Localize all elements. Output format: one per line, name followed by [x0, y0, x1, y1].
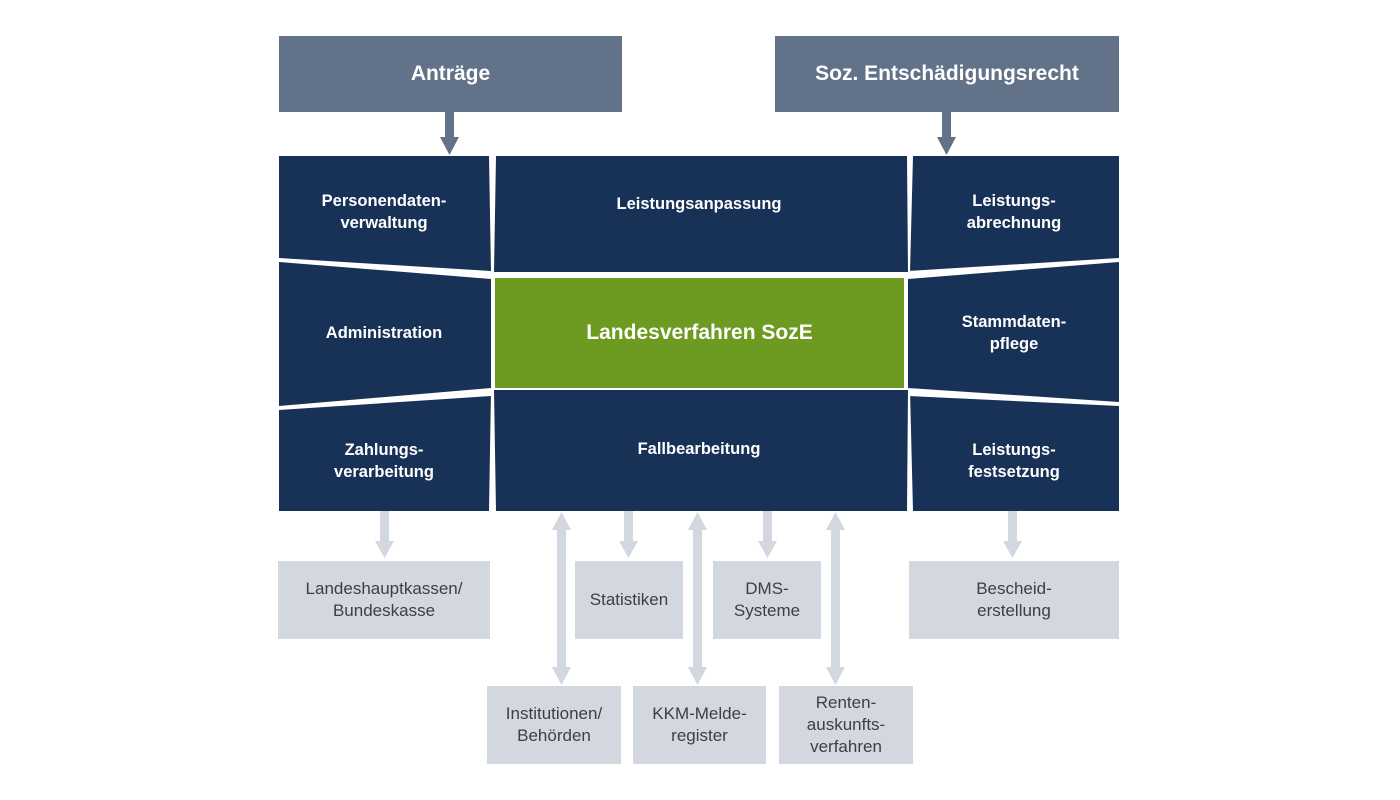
- antraege-label: Anträge: [410, 62, 491, 85]
- module-personendatenverwaltung: Personendaten- verwaltung: [321, 192, 447, 232]
- module-fallbearbeitung: Fallbearbeitung: [637, 439, 761, 458]
- module-leistungsabrechnung: Leistungs- abrechnung: [966, 192, 1062, 232]
- module-administration: Administration: [325, 324, 443, 342]
- core-block: Personendaten- verwaltung Leistungsanpas…: [279, 156, 1119, 511]
- arrow-to-statistiken: [619, 511, 638, 558]
- arrow-kkm-bidirectional: [688, 512, 707, 685]
- arrow-soz-entschaedigungsrecht: [937, 112, 956, 155]
- rentenauskunftsverfahren-box: Renten- auskunfts- verfahren: [779, 686, 913, 764]
- module-zahlungsverarbeitung: Zahlungs- verarbeitung: [334, 440, 434, 481]
- landeshauptkassen-box: Landeshauptkassen/ Bundeskasse: [278, 561, 490, 639]
- soz-entschaedigungsrecht-label: Soz. Entschädigungsrecht: [815, 62, 1079, 85]
- kkm-melderegister-box: KKM-Melde- register: [633, 686, 766, 764]
- module-stammdatenpflege: Stammdaten- pflege: [961, 313, 1067, 353]
- arrow-to-landeshauptkassen: [375, 511, 394, 558]
- arrow-institutionen-bidirectional: [552, 512, 571, 685]
- soz-entschaedigungsrecht-box: Soz. Entschädigungsrecht: [775, 36, 1119, 112]
- module-leistungsfestsetzung: Leistungs- festsetzung: [968, 440, 1060, 481]
- bescheiderstellung-box: Bescheid- erstellung: [909, 561, 1119, 639]
- landesverfahren-soze-box: Landesverfahren SozE: [495, 278, 904, 388]
- dms-systeme-box: DMS- Systeme: [713, 561, 821, 639]
- arrow-to-dms: [758, 511, 777, 558]
- arrow-antraege: [440, 112, 459, 155]
- landesverfahren-soze-label: Landesverfahren SozE: [586, 321, 813, 344]
- institutionen-behoerden-box: Institutionen/ Behörden: [487, 686, 621, 764]
- antraege-box: Anträge: [279, 36, 622, 112]
- arrow-to-bescheiderstellung: [1003, 511, 1022, 558]
- module-leistungsanpassung: Leistungsanpassung: [616, 194, 782, 213]
- arrow-renten-bidirectional: [826, 512, 845, 685]
- statistiken-box: Statistiken: [575, 561, 683, 639]
